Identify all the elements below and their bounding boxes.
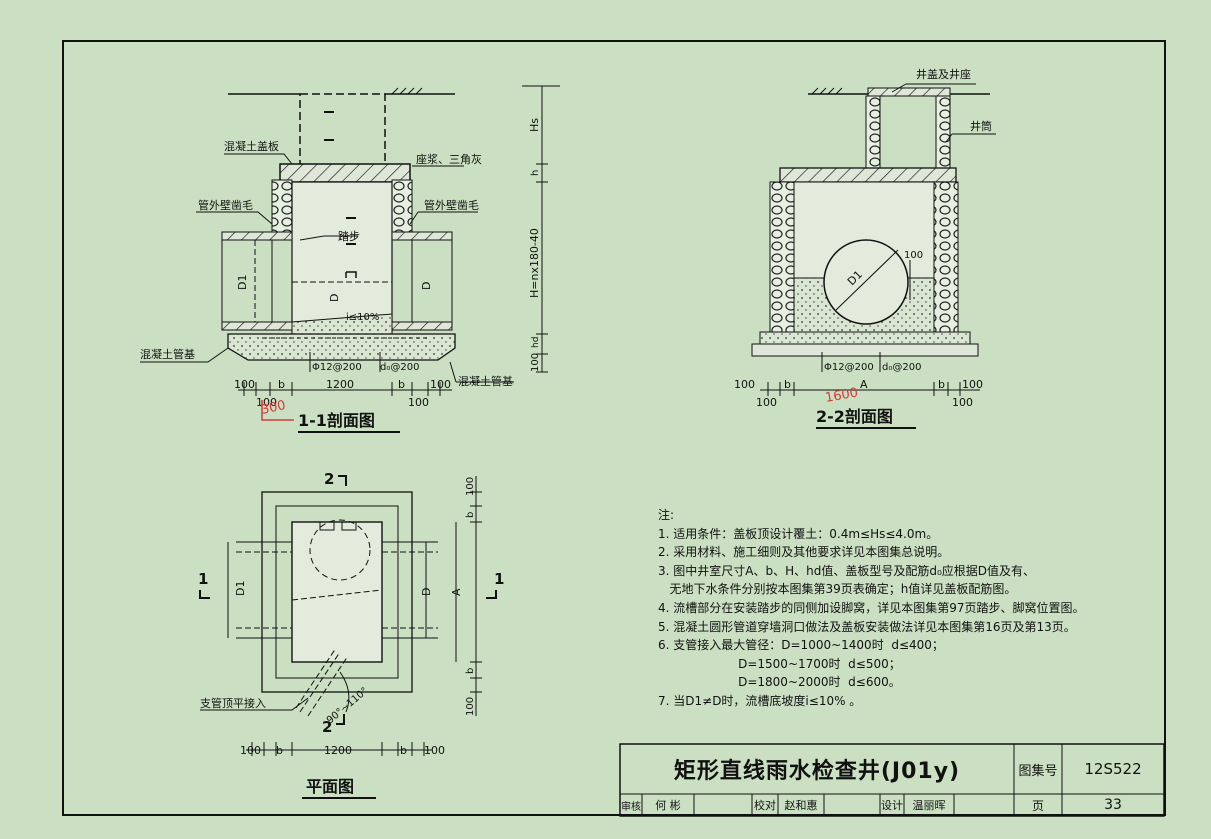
dim-100-d: 100	[408, 396, 429, 409]
note-line-9: D=1800~2000时 d≤600。	[658, 675, 901, 690]
plan-caption: 平面图	[306, 777, 354, 796]
base-label-left: 混凝土管基	[140, 347, 195, 361]
cover-slab	[279, 163, 411, 183]
dim-b-a: b	[278, 378, 285, 391]
note-line-1: 1. 适用条件：盖板顶设计覆土：0.4m≤Hs≤4.0m。	[658, 526, 939, 541]
plan-vdim-100-b: 100	[465, 697, 476, 716]
d1-label: D1	[236, 275, 249, 290]
section-2-2-caption: 2-2剖面图	[816, 407, 893, 426]
note-line-4: 无地下水条件分别按本图集第39页表确定；h值详见盖板配筋图。	[658, 582, 1017, 597]
rebar-label-2: d₀@200	[380, 362, 419, 373]
dim-1200: 1200	[326, 378, 354, 391]
atlas-label: 图集号	[1018, 763, 1058, 779]
dim-b-b: b	[398, 378, 405, 391]
drawing-title: 矩形直线雨水检查井(J01y)	[673, 759, 961, 784]
review-name: 何 彬	[655, 799, 681, 812]
plan-sec2-top: 2	[324, 470, 334, 488]
branch-label: 支管顶平接入	[200, 696, 266, 710]
vdim-hs: Hs	[528, 118, 541, 132]
handwritten-1600: 1600	[824, 385, 859, 406]
plan-dim-100-b: 100	[424, 744, 445, 757]
step-label: 踏步	[338, 229, 360, 243]
plan-sec1-right: 1	[494, 570, 504, 588]
handwritten-stroke	[261, 400, 294, 421]
vdim-H: H=nx180-40	[528, 228, 541, 298]
review-label: 审核	[621, 801, 641, 813]
design-label: 设计	[881, 799, 903, 812]
title-block: 矩形直线雨水检查井(J01y) 图集号 12S522 审核 何 彬 校对 赵和惠…	[620, 744, 1164, 816]
vdim-h: h	[530, 170, 541, 176]
note-line-5: 4. 流槽部分在安装踏步的同侧加设脚窝，详见本图集第97页踏步、脚窝位置图。	[658, 600, 1085, 615]
manhole-cover	[867, 87, 951, 97]
plan-sec1-left: 1	[198, 570, 208, 588]
plan-d1: D1	[234, 581, 247, 596]
dim22-b-a: b	[784, 378, 791, 391]
cover-slab-label: 混凝土盖板	[224, 139, 279, 153]
section-2-2	[751, 83, 996, 396]
dim-100-22: 100	[904, 250, 923, 261]
note-line-3: 3. 图中井室尺寸A、b、H、hd值、盖板型号及配筋d₀应根据D值及有、	[658, 563, 1036, 578]
atlas-number: 12S522	[1084, 760, 1142, 778]
page-number: 33	[1104, 797, 1122, 813]
plan-vdim-100-a: 100	[465, 477, 476, 496]
dim22-A: A	[860, 378, 868, 391]
d-label: D	[328, 294, 341, 302]
dim22-b-b: b	[938, 378, 945, 391]
plan-dim-1200: 1200	[324, 744, 352, 757]
vdim-100: 100	[530, 353, 541, 372]
note-line-6: 5. 混凝土圆形管道穿墙洞口做法及盖板安装做法详见本图集第16页及第13页。	[658, 619, 1076, 634]
rebar-label-22-1: Φ12@200	[824, 362, 874, 373]
pipe-wall-label-left: 管外壁凿毛	[198, 198, 253, 212]
check-name: 赵和惠	[784, 799, 818, 812]
dim22-100-d: 100	[952, 396, 973, 409]
rebar-label-1: Φ12@200	[312, 362, 362, 373]
plan-sec2-bot: 2	[322, 718, 332, 736]
handwritten-300: 300	[260, 398, 287, 418]
shaft-label: 井筒	[970, 119, 992, 133]
dim-100-b: 100	[430, 378, 451, 391]
note-line-8: D=1500~1700时 d≤500；	[658, 656, 901, 671]
slope-label: i≤10%	[346, 312, 379, 323]
pipe-wall-label-right: 管外壁凿毛	[424, 198, 479, 212]
plan-vdim-b-b: b	[465, 668, 476, 674]
notes-heading: 注:	[658, 508, 675, 522]
page-label: 页	[1031, 798, 1044, 813]
dim22-100-b: 100	[962, 378, 983, 391]
plan-view	[199, 475, 497, 756]
dim22-100-c: 100	[756, 396, 777, 409]
base-label-right: 混凝土管基	[458, 374, 513, 388]
notes: 注: 1. 适用条件：盖板顶设计覆土：0.4m≤Hs≤4.0m。 2. 采用材料…	[658, 506, 1098, 711]
rebar-label-22-2: d₀@200	[882, 362, 921, 373]
manhole-cover-label: 井盖及井座	[916, 67, 971, 81]
note-line-2: 2. 采用材料、施工细则及其他要求详见本图集总说明。	[658, 545, 950, 560]
note-line-7: 6. 支管接入最大管径：D=1000~1400时 d≤400；	[658, 638, 944, 653]
plan-a: A	[450, 588, 463, 596]
plan-dim-b-a: b	[276, 744, 283, 757]
plan-vdim-b-a: b	[465, 512, 476, 518]
plan-d: D	[420, 588, 433, 596]
d-label-right: D	[420, 282, 433, 290]
design-name: 温丽晖	[912, 799, 946, 812]
title-block-frame	[619, 743, 1165, 817]
section-1-1	[140, 85, 560, 396]
note-line-10: 7. 当D1≠D时，流槽底坡度i≤10% 。	[658, 693, 862, 708]
mortar-label: 座浆、三角灰	[416, 152, 482, 166]
dim-100-a: 100	[234, 378, 255, 391]
sheet-border	[62, 40, 1166, 816]
check-label: 校对	[754, 799, 776, 812]
plan-dim-100-a: 100	[240, 744, 261, 757]
plan-dim-b-b: b	[400, 744, 407, 757]
section-1-1-caption: 1-1剖面图	[298, 411, 375, 430]
vdim-hd: hd	[531, 337, 541, 348]
dim22-100-a: 100	[734, 378, 755, 391]
